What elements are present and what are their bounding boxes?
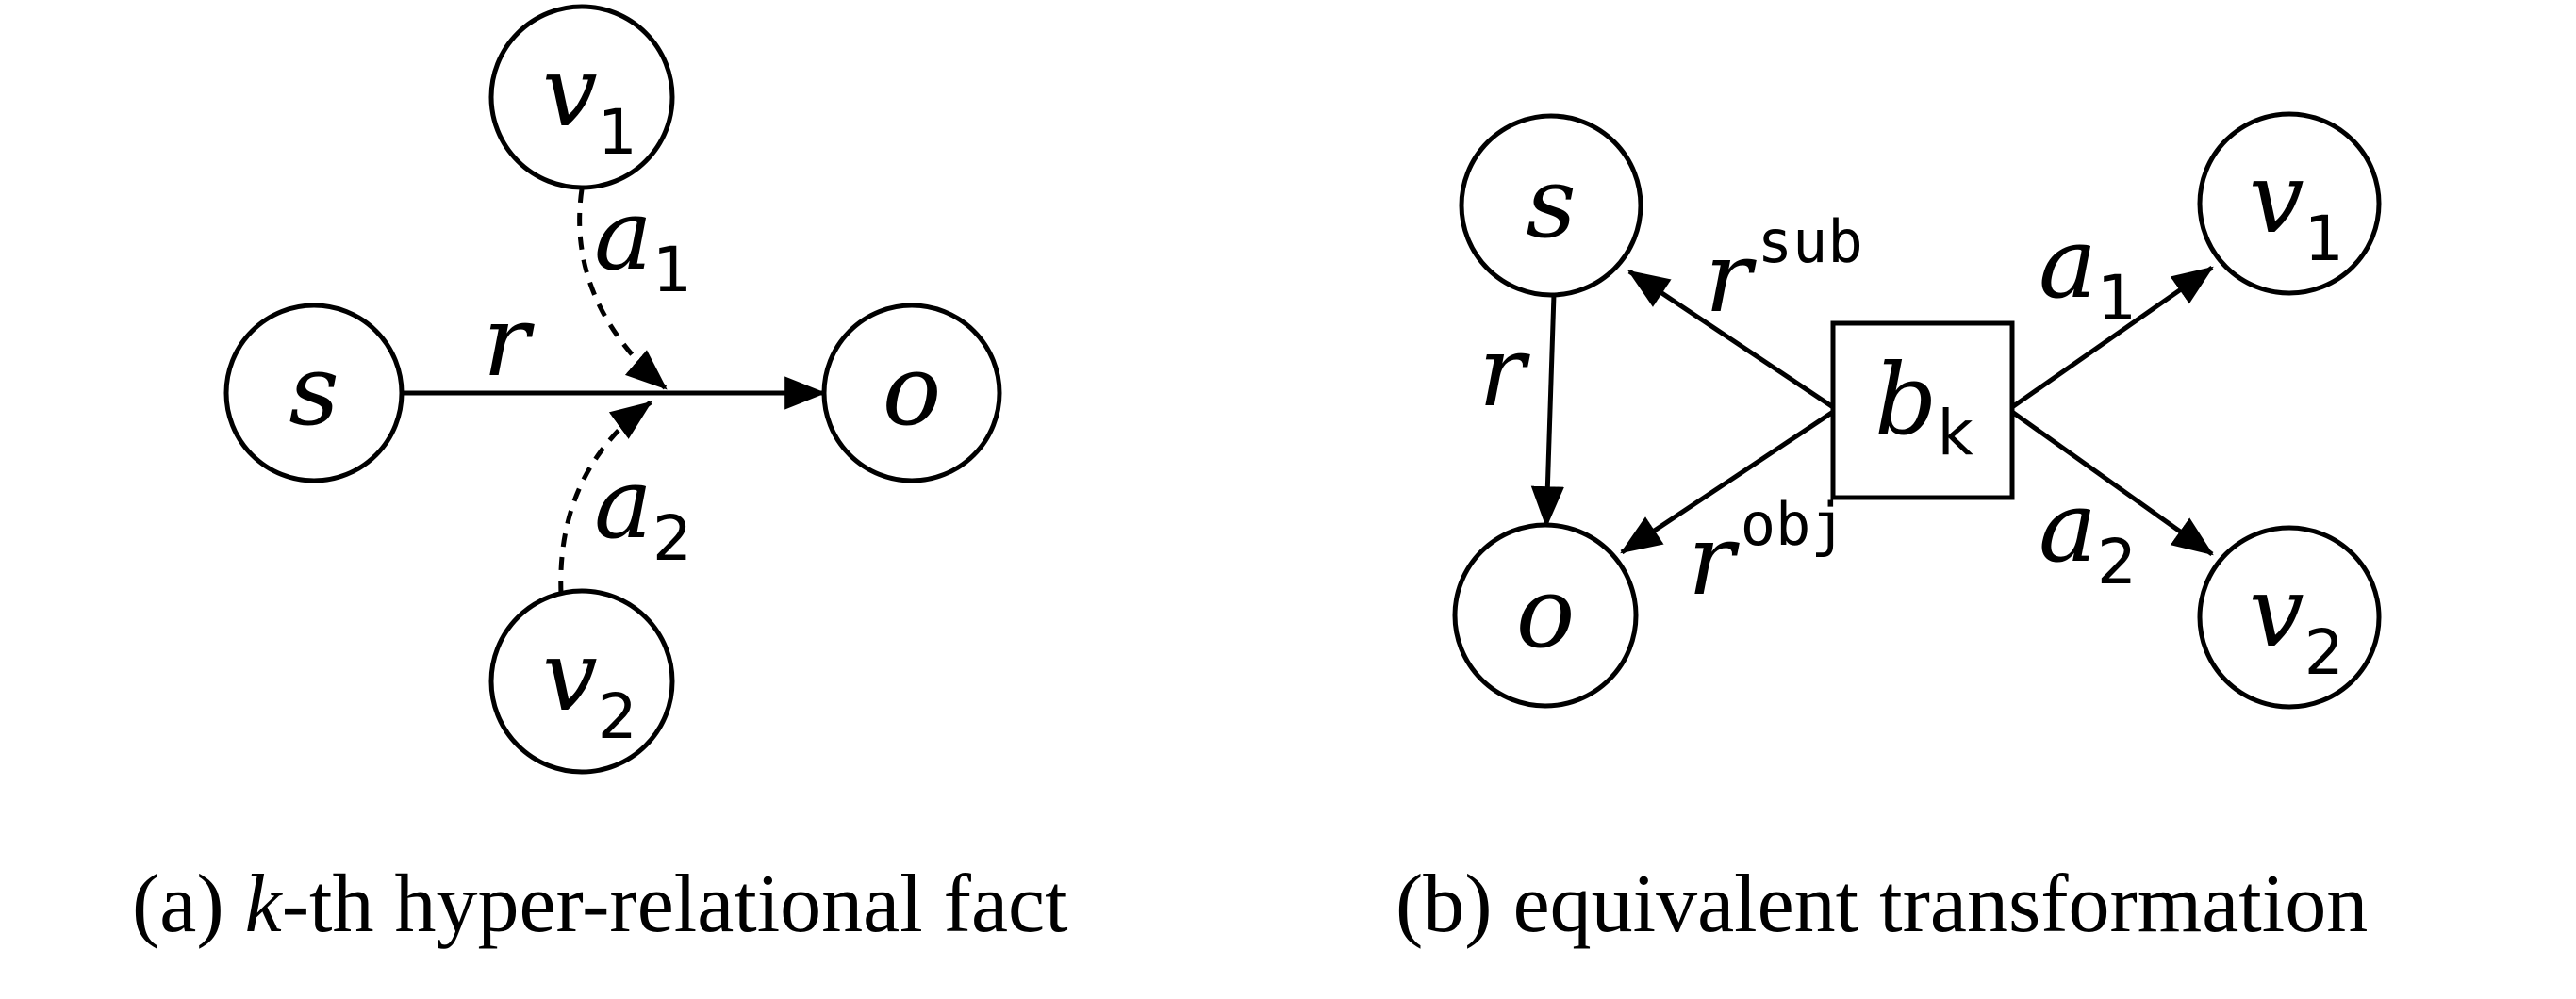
edge-label-r-sub: rsub bbox=[1705, 207, 1863, 335]
edge-v1-qualifier bbox=[577, 188, 668, 390]
node-s: s bbox=[223, 303, 405, 483]
node-bk: bk bbox=[1830, 320, 2015, 500]
node-v1-b-label: v1 bbox=[2249, 140, 2344, 275]
node-v2: v2 bbox=[488, 588, 675, 775]
node-v1-label: v1 bbox=[542, 34, 637, 169]
edge-label-r-obj: robj bbox=[1688, 490, 1846, 617]
panel-a: s o v1 v2 r a1 a2 (a) k-th hyper-relatio… bbox=[132, 4, 1068, 950]
node-bk-label: bk bbox=[1874, 342, 1974, 469]
edge-label-r-b: r bbox=[1478, 314, 1530, 429]
edge-bk-to-v1 bbox=[2010, 265, 2214, 410]
panel-b: s o bk v1 v2 r rsub robj a1 a2 (b) equiv… bbox=[1395, 111, 2382, 950]
caption-b: (b) equivalent transformation bbox=[1395, 859, 2368, 950]
edge-v2-qualifier bbox=[558, 400, 652, 595]
node-s-b-label: s bbox=[1526, 145, 1576, 260]
edge-s-to-o-b bbox=[1530, 293, 1564, 529]
node-s-label: s bbox=[289, 333, 339, 448]
node-v2-b: v2 bbox=[2197, 525, 2382, 710]
caption-a: (a) k-th hyper-relational fact bbox=[132, 859, 1068, 950]
node-v1-b: v1 bbox=[2197, 111, 2382, 296]
edge-bk-to-o bbox=[1620, 409, 1835, 555]
node-s-b: s bbox=[1459, 113, 1643, 298]
edge-label-r: r bbox=[483, 284, 535, 399]
edge-bk-to-s bbox=[1627, 269, 1835, 410]
node-v2-label: v2 bbox=[542, 618, 637, 753]
node-o: o bbox=[821, 303, 1002, 483]
edge-label-a2-b: a2 bbox=[2039, 469, 2137, 598]
node-o-b: o bbox=[1452, 522, 1639, 709]
node-v2-b-label: v2 bbox=[2249, 554, 2344, 689]
edge-bk-to-v2 bbox=[2010, 409, 2214, 557]
node-v1: v1 bbox=[488, 4, 675, 190]
edge-label-a1-b: a1 bbox=[2039, 205, 2137, 335]
edge-label-a2: a2 bbox=[594, 446, 692, 575]
edge-label-a1: a1 bbox=[594, 177, 692, 306]
node-o-label: o bbox=[883, 333, 942, 448]
node-o-b-label: o bbox=[1516, 555, 1576, 670]
